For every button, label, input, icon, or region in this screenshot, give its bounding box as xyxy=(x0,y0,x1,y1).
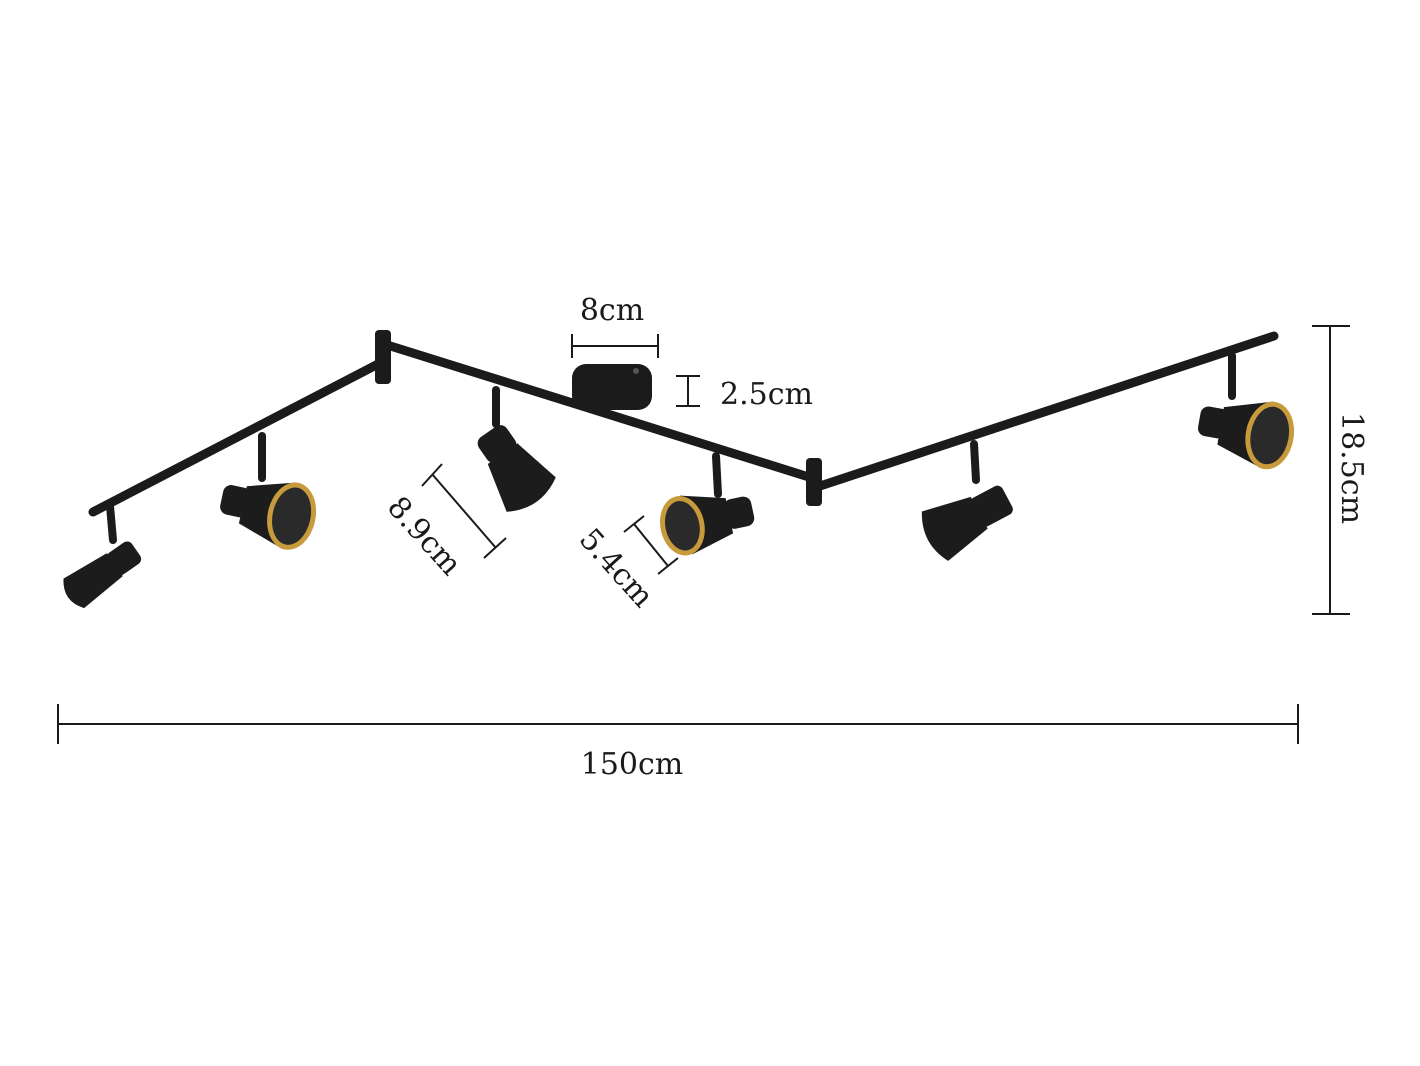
ceiling-base xyxy=(572,364,652,410)
spotlight-4 xyxy=(659,452,755,556)
dimension-total-length: 150cm xyxy=(57,704,1299,782)
center-arm xyxy=(379,339,817,483)
dimension-base-height: 2.5cm xyxy=(676,375,813,412)
shade-length-label: 8.9cm xyxy=(380,490,468,583)
shade-diameter-label: 5.4cm xyxy=(572,522,660,615)
dimension-base-width: 8cm xyxy=(571,293,659,358)
spotlight-6 xyxy=(1197,352,1295,470)
spotlight-1 xyxy=(63,502,142,609)
total-length-label: 150cm xyxy=(581,747,684,782)
right-arm xyxy=(809,331,1279,493)
spotlight-5 xyxy=(921,440,1013,561)
spotlight-2 xyxy=(220,432,317,550)
right-joint xyxy=(806,458,822,506)
left-arm xyxy=(88,357,387,517)
total-height-label: 18.5cm xyxy=(1334,412,1369,524)
fixture-arms xyxy=(88,330,1279,517)
base-height-label: 2.5cm xyxy=(720,377,813,412)
dimension-total-height: 18.5cm xyxy=(1312,325,1369,615)
spotlight-3 xyxy=(477,386,556,512)
dimension-shade-length: 8.9cm xyxy=(380,463,507,583)
base-width-label: 8cm xyxy=(580,293,644,328)
left-joint xyxy=(375,330,391,384)
